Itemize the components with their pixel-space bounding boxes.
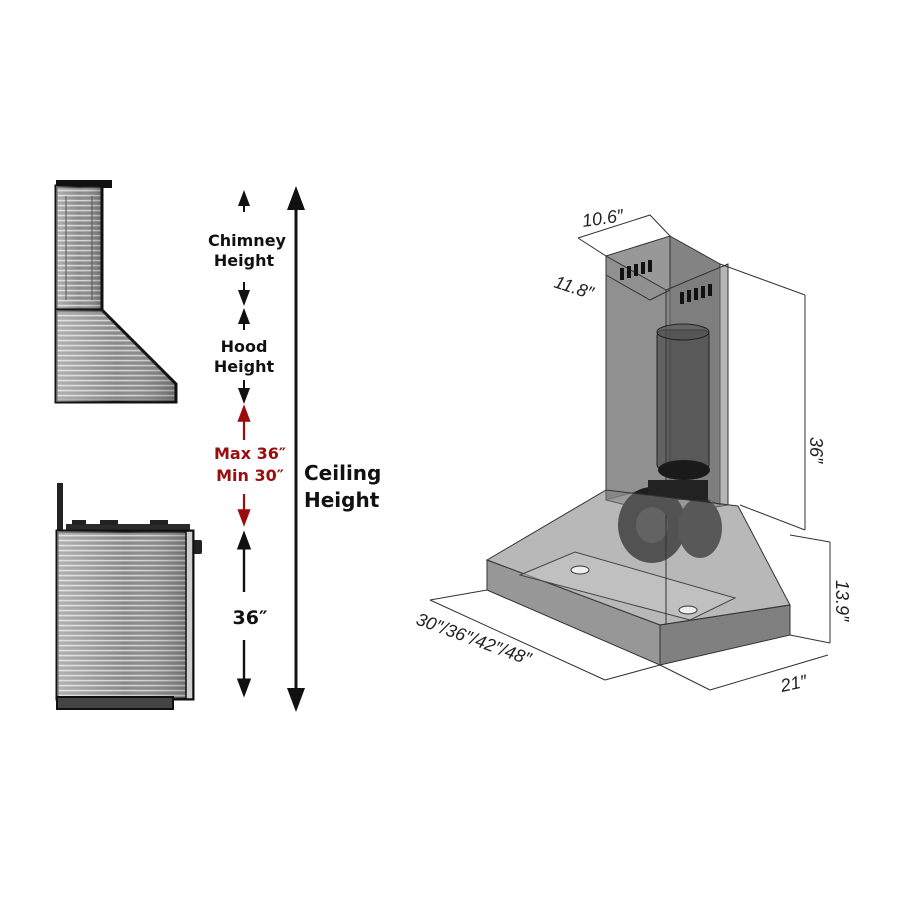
light-right <box>678 605 698 615</box>
hood-height-label-1: Hood <box>221 337 268 356</box>
max-clearance-label: Max 36″ <box>214 444 286 463</box>
counter-height-label: 36″ <box>233 607 268 629</box>
hood-3d-view <box>485 235 791 666</box>
chimney-cap <box>56 180 112 188</box>
light-left <box>570 565 590 575</box>
min-clearance-label: Min 30″ <box>216 466 284 485</box>
range-base <box>56 696 174 710</box>
range-cooktop <box>66 524 190 532</box>
ceiling-height-label-1: Ceiling <box>304 461 381 485</box>
chimney-height-label-1: Chimney <box>208 231 287 250</box>
range-side-profile <box>55 483 202 710</box>
chimney-height-dimension: 36″ <box>806 437 826 464</box>
chimney-vent-slots <box>620 260 712 304</box>
hood-side-profile <box>54 180 178 404</box>
hood-height-label-2: Height <box>214 357 275 376</box>
internal-duct <box>656 329 710 471</box>
chimney-height-label-2: Height <box>214 251 275 270</box>
chimney-width-label: 10.6″ <box>581 205 625 231</box>
dimension-lines <box>429 214 831 691</box>
chimney-depth-label: 11.8″ <box>552 272 597 304</box>
range-backguard <box>57 483 63 533</box>
ceiling-height-label-2: Height <box>304 488 380 512</box>
hood-depth-dimension: 21″ <box>778 671 810 696</box>
hood-height-dimension: 13.9″ <box>832 580 852 622</box>
range-knob <box>193 540 202 554</box>
